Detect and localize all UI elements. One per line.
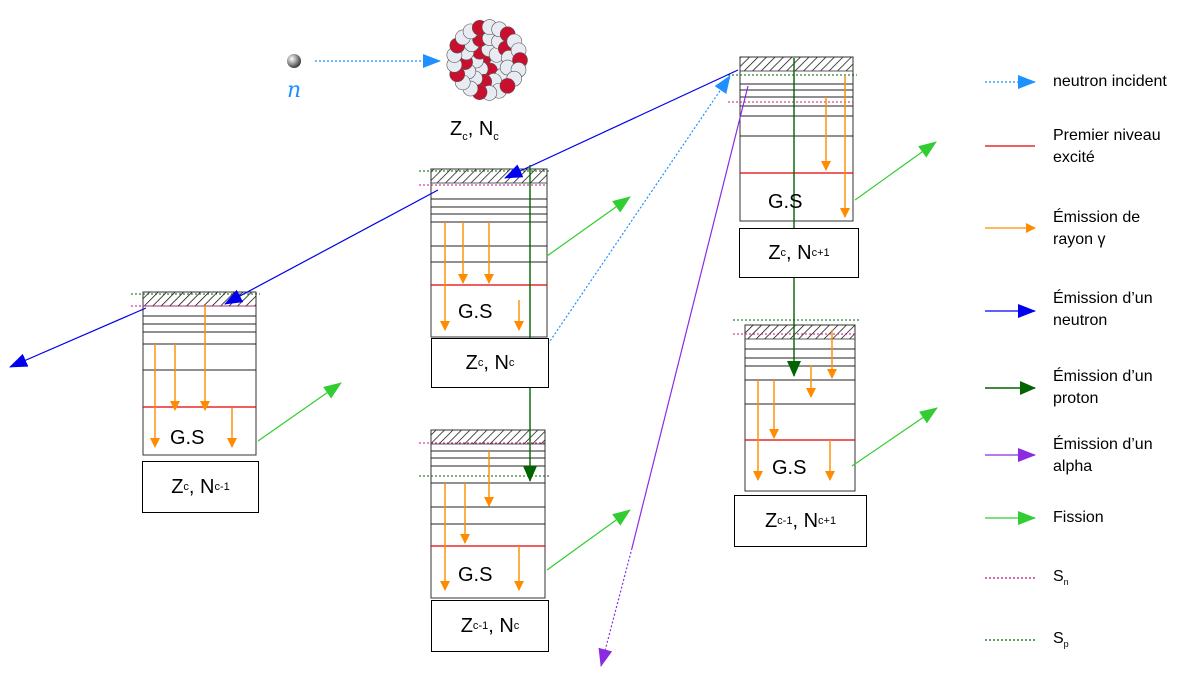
continuum-hatch <box>430 429 546 445</box>
neutron-emission-arrow <box>9 307 147 368</box>
level-scheme <box>419 168 551 338</box>
legend-proton-label: Émission d’un proton <box>1053 368 1153 407</box>
legend-incident-neutron-label: neutron incident <box>1053 73 1167 90</box>
incident-neutron-arrow <box>547 75 731 345</box>
legend-fission-label: Fission <box>1053 509 1104 526</box>
fission-arrow <box>257 382 342 442</box>
legend-alpha-label: Émission d’un alpha <box>1053 436 1153 475</box>
alpha-emission-arrow <box>631 85 749 549</box>
fission-arrow <box>546 196 631 257</box>
decay-arrows <box>9 58 938 667</box>
legend-first-excited-label: Premier niveau excité <box>1053 127 1161 166</box>
level-scheme <box>728 56 857 222</box>
level-scheme-frame <box>142 291 257 456</box>
legend-neutron-label: Émission d’un neutron <box>1053 290 1153 329</box>
level-scheme-frame <box>744 324 856 492</box>
ground-state-label: G.S <box>458 564 493 586</box>
neutron-emission-arrow <box>224 189 439 305</box>
level-scheme <box>733 319 859 492</box>
ground-state-label: G.S <box>170 427 205 449</box>
continuum-hatch <box>744 324 856 340</box>
ground-state-label: G.S <box>772 457 807 479</box>
compound-nucleus-label: Zc, Nc <box>450 118 499 143</box>
neutron-emission-arrow <box>504 69 739 179</box>
fission-arrow <box>851 407 938 467</box>
ground-state-label: G.S <box>768 191 803 213</box>
legend-sp-label: Sp <box>1053 630 1069 650</box>
alpha-emission-arrow <box>598 547 633 667</box>
legend-symbols <box>985 75 1036 641</box>
fission-arrow <box>854 141 937 201</box>
fission-arrow <box>546 509 631 571</box>
projectile-label: n <box>287 78 302 103</box>
compound-nucleus-icon <box>446 19 528 101</box>
continuum-hatch <box>739 56 854 72</box>
neutron-sphere-icon <box>287 54 301 68</box>
legend-gamma-label: Émission de rayon γ <box>1053 209 1141 248</box>
legend-sn-label: Sn <box>1053 568 1069 588</box>
ground-state-label: G.S <box>458 301 493 323</box>
nucleon-sphere <box>499 78 516 94</box>
level-scheme <box>419 429 549 599</box>
